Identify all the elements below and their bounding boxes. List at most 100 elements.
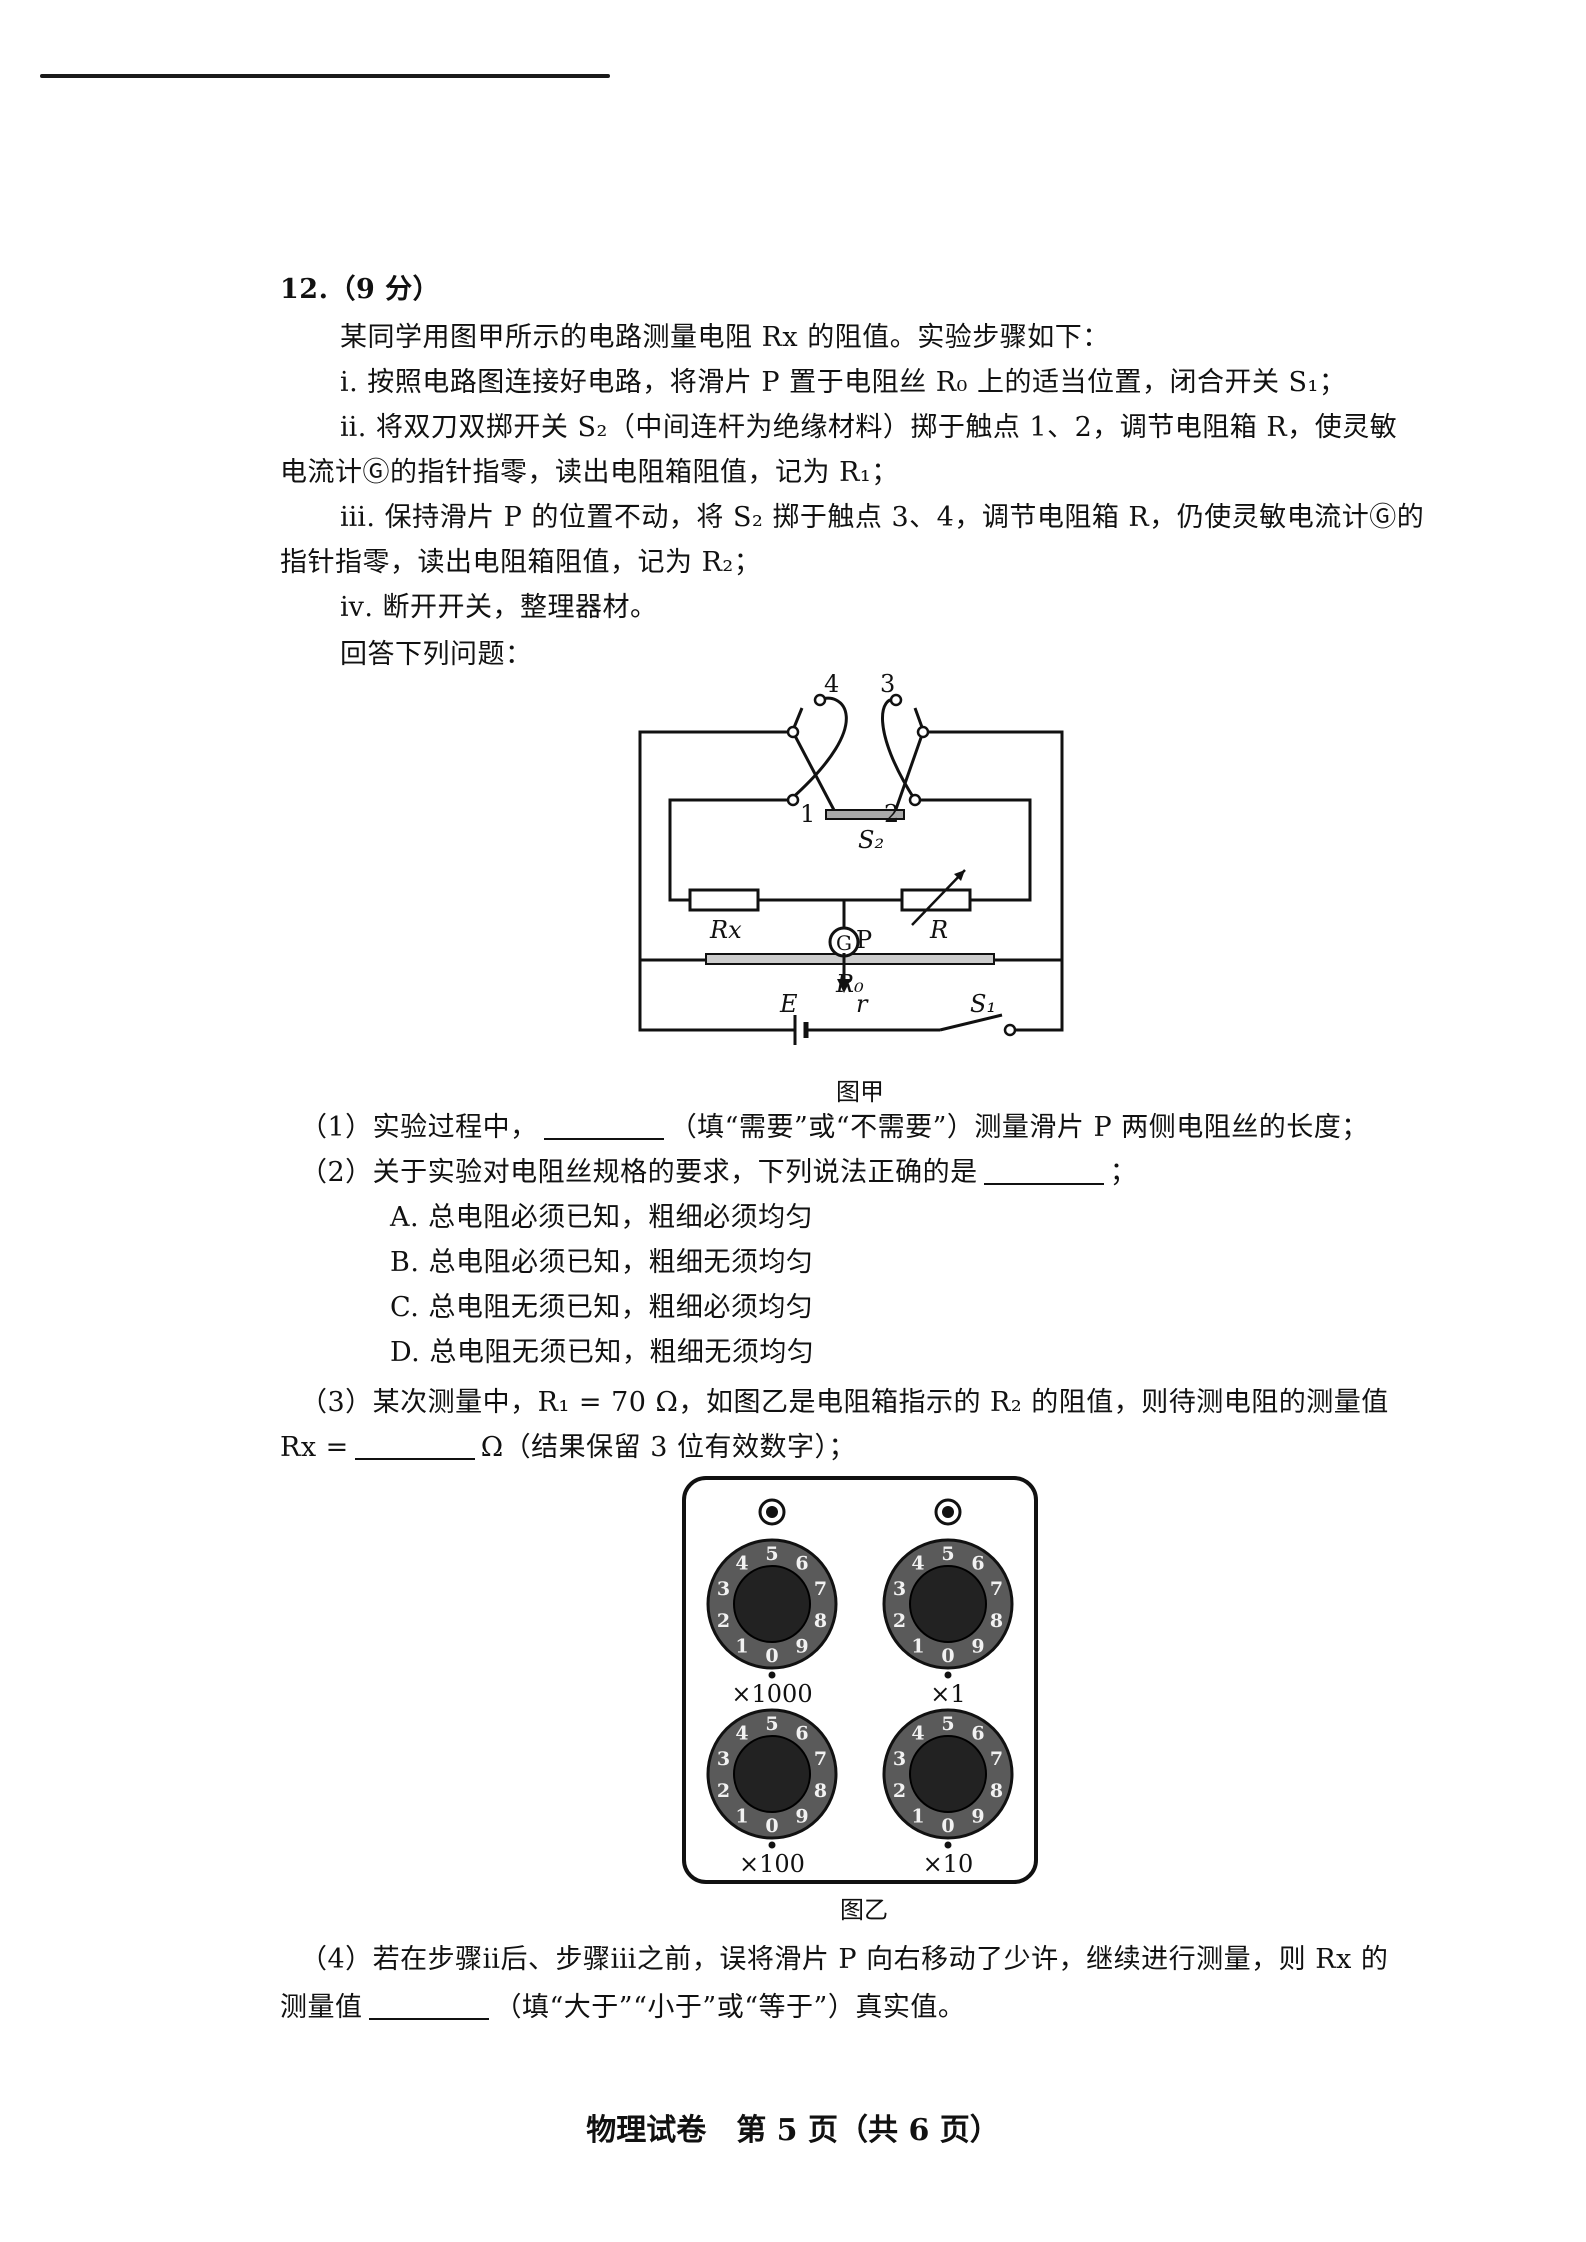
dial-digit: 3 — [717, 1578, 730, 1600]
s2-label: S₂ — [858, 826, 884, 854]
dial-digit: 2 — [893, 1610, 906, 1632]
dial-index-dot — [768, 1841, 776, 1849]
option-c: C. 总电阻无须已知，粗细必须均匀 — [390, 1292, 814, 1323]
figure-yi-caption: 图乙 — [840, 1896, 888, 1924]
dial-digit: 2 — [717, 1780, 730, 1802]
q1: （1）实验过程中， （填“需要”或“不需要”）测量滑片 P 两侧电阻丝的长度； — [300, 1110, 1369, 1146]
dial-digit: 8 — [990, 1780, 1003, 1802]
dial-multiplier-label: ×1 — [930, 1680, 965, 1708]
dial-digit: 8 — [814, 1610, 827, 1632]
dial-digit: 5 — [941, 1713, 954, 1735]
q4-text-c: （填“大于”“小于”或“等于”）真实值。 — [494, 1992, 966, 2023]
dial-digit: 9 — [971, 1805, 984, 1827]
dial-digit: 3 — [717, 1748, 730, 1770]
dial-digit: 9 — [795, 1635, 808, 1657]
figure-jia-caption: 图甲 — [836, 1078, 884, 1106]
dial-digit: 5 — [941, 1543, 954, 1565]
dial-digit: 0 — [765, 1815, 778, 1837]
dial-digit: 0 — [941, 1645, 954, 1667]
r-label: R — [929, 916, 948, 944]
dial-digit: 6 — [971, 1723, 984, 1745]
internal-resistance-label: r — [856, 990, 869, 1018]
dial-digit: 5 — [765, 1713, 778, 1735]
dial-digit: 3 — [893, 1748, 906, 1770]
dial-digit: 2 — [893, 1780, 906, 1802]
dial-digit: 4 — [911, 1723, 924, 1745]
q3-line-1: （3）某次测量中，R₁ = 70 Ω，如图乙是电阻箱指示的 R₂ 的阻值，则待测… — [300, 1387, 1389, 1418]
question-header: 12.（9 分） — [280, 274, 441, 305]
q2-text: （2）关于实验对电阻丝规格的要求，下列说法正确的是 — [300, 1157, 978, 1188]
q4-line-2: 测量值 （填“大于”“小于”或“等于”）真实值。 — [280, 1990, 965, 2026]
page-footer: 物理试卷 第 5 页（共 6 页） — [586, 2113, 1000, 2148]
dial-digit: 1 — [735, 1805, 748, 1827]
answer-prompt: 回答下列问题： — [340, 639, 533, 670]
dial-digit: 7 — [814, 1748, 827, 1770]
dial-digit: 4 — [911, 1553, 924, 1575]
q2-answer-blank[interactable] — [983, 1155, 1104, 1185]
dial-multiplier-label: ×1000 — [731, 1680, 812, 1708]
contact-4-label: 4 — [824, 670, 839, 698]
step-3-cont: 指针指零，读出电阻箱阻值，记为 R₂； — [280, 547, 762, 578]
q1-answer-blank[interactable] — [543, 1110, 664, 1140]
dial-digit: 4 — [735, 1553, 748, 1575]
top-rule — [40, 74, 610, 78]
question-intro: 某同学用图甲所示的电路测量电阻 Rx 的阻值。实验步骤如下： — [340, 322, 1110, 353]
step-1: ⅰ. 按照电路图连接好电路，将滑片 P 置于电阻丝 R₀ 上的适当位置，闭合开关… — [340, 367, 1347, 398]
dial-digit: 6 — [971, 1553, 984, 1575]
q3-text-c: Ω（结果保留 3 位有效数字）； — [480, 1432, 856, 1463]
dial-digit: 8 — [814, 1780, 827, 1802]
dial-multiplier-label: ×100 — [739, 1850, 805, 1878]
dial-digit: 0 — [765, 1645, 778, 1667]
q4-line-1: （4）若在步骤ⅱ后、步骤ⅲ之前，误将滑片 P 向右移动了少许，继续进行测量，则 … — [300, 1944, 1389, 1975]
dial-digit: 2 — [717, 1610, 730, 1632]
dial-digit: 8 — [990, 1610, 1003, 1632]
q1-text-b: （填“需要”或“不需要”）测量滑片 P 两侧电阻丝的长度； — [669, 1112, 1369, 1143]
q3-line-2: Rx = Ω（结果保留 3 位有效数字）； — [280, 1430, 856, 1466]
dial-digit: 6 — [795, 1553, 808, 1575]
dial-digit: 0 — [941, 1815, 954, 1837]
emf-label: E — [779, 990, 798, 1018]
dial-digit: 9 — [971, 1635, 984, 1657]
contact-3-label: 3 — [880, 670, 895, 698]
q2: （2）关于实验对电阻丝规格的要求，下列说法正确的是； — [300, 1155, 1137, 1191]
dial-digit: 1 — [911, 1805, 924, 1827]
option-b: B. 总电阻必须已知，粗细无须均匀 — [390, 1247, 814, 1278]
dial-digit: 1 — [735, 1635, 748, 1657]
dial-digit: 7 — [990, 1578, 1003, 1600]
dial-index-dot — [944, 1841, 952, 1849]
contact-1-label: 1 — [800, 800, 815, 828]
circuit-svg: 4 3 1 2 S₂ Rx R G P R₀ E r S₁ — [638, 670, 1064, 1045]
rx-label: Rx — [709, 916, 742, 944]
dial-digit: 3 — [893, 1578, 906, 1600]
dial-digit: 7 — [814, 1578, 827, 1600]
dial-multiplier-label: ×10 — [923, 1850, 974, 1878]
q3-answer-blank[interactable] — [354, 1430, 475, 1460]
step-2-cont: 电流计Ⓖ的指针指零，读出电阻箱阻值，记为 R₁； — [280, 457, 899, 488]
dial-digit: 1 — [911, 1635, 924, 1657]
slider-p-label: P — [856, 926, 872, 954]
galvanometer-label: G — [836, 931, 852, 955]
step-4: ⅳ. 断开开关，整理器材。 — [340, 592, 658, 623]
q4-text-b: 测量值 — [280, 1992, 363, 2023]
q3-rx-label: Rx = — [280, 1432, 349, 1463]
q4-answer-blank[interactable] — [368, 1990, 489, 2020]
q1-text-a: （1）实验过程中， — [300, 1112, 538, 1143]
dial-digit: 9 — [795, 1805, 808, 1827]
contact-2-label: 2 — [884, 800, 899, 828]
step-3: ⅲ. 保持滑片 P 的位置不动，将 S₂ 掷于触点 3、4，调节电阻箱 R，仍使… — [340, 502, 1425, 533]
dial-digit: 6 — [795, 1723, 808, 1745]
option-a: A. 总电阻必须已知，粗细必须均匀 — [390, 1202, 814, 1233]
s1-label: S₁ — [970, 990, 996, 1018]
circuit-diagram: 4 3 1 2 S₂ Rx R G P R₀ E r S₁ — [630, 670, 1080, 1070]
dial-index-dot — [768, 1671, 776, 1679]
step-2: ⅱ. 将双刀双掷开关 S₂（中间连杆为绝缘材料）掷于触点 1、2，调节电阻箱 R… — [340, 412, 1398, 443]
dial-digit: 7 — [990, 1748, 1003, 1770]
slider-arrow-icon — [837, 955, 851, 993]
dial-index-dot — [944, 1671, 952, 1679]
